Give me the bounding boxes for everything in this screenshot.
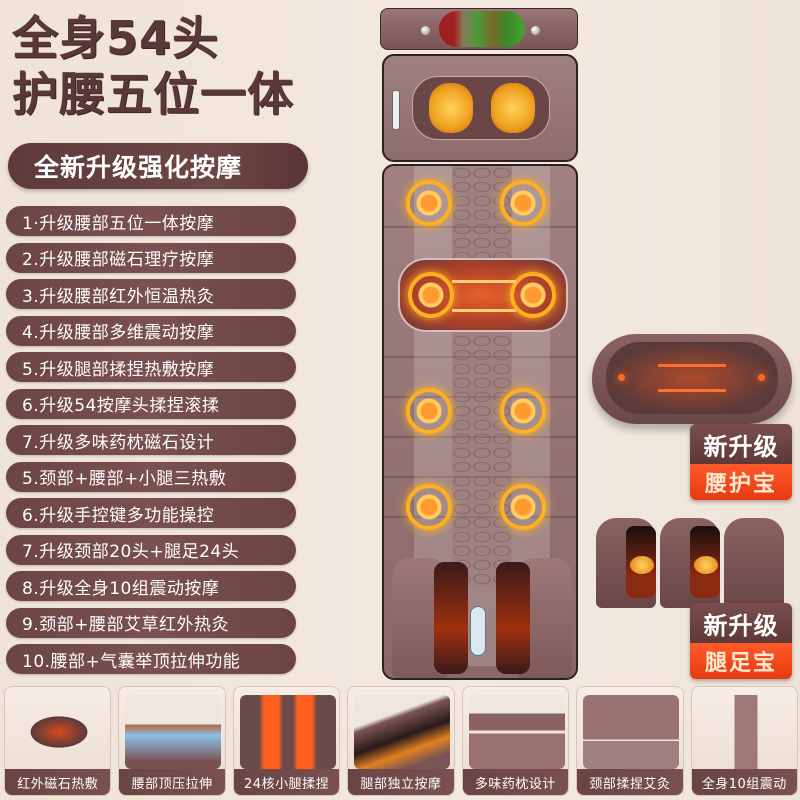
lumbar-pad	[398, 258, 568, 332]
led-dot-icon	[758, 374, 765, 381]
foot-massager-image	[592, 508, 792, 608]
badge-lumbar-bottom: 腰护宝	[690, 464, 792, 500]
rib-line	[384, 516, 576, 518]
thumbnail-image	[239, 695, 336, 769]
feature-item: 8.升级全身10组震动按摩	[6, 571, 296, 601]
neck-window	[412, 76, 550, 140]
heat-ring-icon	[406, 484, 452, 530]
feature-list: 1·升级腰部五位一体按摩 2.升级腰部磁石理疗按摩 3.升级腰部红外恒温热灸 4…	[6, 206, 296, 681]
bolt-icon	[531, 26, 540, 35]
spine-pattern	[452, 166, 512, 586]
foot-well	[434, 562, 468, 674]
thumbnail-card[interactable]: 24核小腿揉捏	[232, 686, 341, 796]
rib-line	[384, 396, 576, 398]
control-strip-icon	[392, 90, 400, 130]
heat-ring-icon	[408, 272, 454, 318]
badge-foot-bottom: 腿足宝	[690, 643, 792, 679]
badge-lumbar: 新升级 腰护宝	[690, 424, 792, 500]
feature-item: 9.颈部+腰部艾草红外热灸	[6, 607, 296, 638]
thumbnail-caption: 颈部揉捏艾灸	[577, 769, 683, 795]
feature-item: 3.升级腰部红外恒温热灸	[6, 279, 296, 309]
feature-item: 4.升级腰部多维震动按摩	[6, 315, 296, 346]
feature-item: 2.升级腰部磁石理疗按摩	[6, 242, 296, 273]
feature-item: 7.升级颈部20头+腿足24头	[6, 534, 296, 565]
thumbnail-card[interactable]: 颈部揉捏艾灸	[576, 686, 684, 796]
thumbnail-image	[697, 695, 794, 769]
feature-item: 5.颈部+腰部+小腿三热敷	[6, 461, 296, 492]
feature-item: 6.升级手控键多功能操控	[6, 498, 296, 528]
thumbnail-caption: 腰部顶压拉伸	[119, 769, 225, 795]
headline-line-1: 全身54头	[12, 11, 220, 65]
heat-ring-icon	[500, 484, 546, 530]
thumbnail-image	[11, 695, 107, 769]
neck-massager	[382, 54, 578, 162]
foot-block	[724, 518, 784, 608]
heat-ring-icon	[406, 180, 452, 226]
heat-ring-icon	[500, 180, 546, 226]
thumbnail-caption: 红外磁石热敷	[5, 769, 111, 795]
foot-well	[496, 562, 530, 674]
feature-item: 5.升级腿部揉捏热敷按摩	[6, 352, 296, 382]
thumbnail-card[interactable]: 腿部独立按摩	[347, 686, 455, 796]
heating-coil-icon	[452, 280, 516, 312]
thumbnail-card[interactable]: 红外磁石热敷	[4, 686, 112, 796]
rib-line	[384, 356, 576, 358]
heat-ring-icon	[406, 388, 452, 434]
roller-icon	[694, 556, 718, 574]
thumbnail-caption: 多味药枕设计	[462, 769, 569, 795]
body-mat	[382, 164, 578, 680]
thumbnail-image	[468, 695, 565, 769]
thumbnail-card[interactable]: 多味药枕设计	[461, 686, 570, 796]
heat-pad-icon	[429, 83, 473, 133]
thumbnail-caption: 24核小腿揉捏	[233, 769, 340, 795]
headline: 全身54头 护腰五位一体	[12, 10, 294, 122]
thumbnail-caption: 全身10组震动	[691, 769, 797, 795]
heat-ring-icon	[510, 272, 556, 318]
herb-window-icon	[439, 11, 525, 47]
herbal-pillow	[380, 8, 578, 50]
thumbnail-strip: 红外磁石热敷 腰部顶压拉伸 24核小腿揉捏 腿部独立按摩 多味药枕设计 颈部揉捏…	[4, 686, 798, 798]
headline-line-2: 护腰五位一体	[12, 67, 294, 121]
rib-line	[384, 476, 576, 478]
thumbnail-image	[125, 695, 222, 769]
feature-item: 1·升级腰部五位一体按摩	[6, 206, 296, 236]
heat-ring-icon	[500, 388, 546, 434]
lumbar-cushion-face	[606, 342, 778, 414]
feature-item: 6.升级54按摩头揉捏滚揉	[6, 388, 296, 419]
feature-item: 7.升级多味药枕磁石设计	[6, 425, 296, 455]
badge-foot: 新升级 腿足宝	[690, 603, 792, 679]
subheading-pill: 全新升级强化按摩	[8, 143, 308, 189]
feature-item: 10.腰部+气囊举顶拉伸功能	[6, 644, 296, 674]
rib-line	[384, 226, 576, 228]
rib-line	[384, 436, 576, 438]
badge-lumbar-top: 新升级	[690, 424, 792, 464]
bolt-icon	[421, 26, 430, 35]
heat-pad-icon	[491, 83, 535, 133]
heating-coil-icon	[658, 364, 726, 392]
thumbnail-image	[354, 695, 451, 769]
thumbnail-image	[583, 695, 680, 769]
massage-mat-image	[380, 8, 580, 680]
led-dot-icon	[618, 374, 625, 381]
thumbnail-card[interactable]: 全身10组震动	[690, 686, 798, 796]
lumbar-cushion-image	[592, 334, 792, 424]
remote-control-icon	[470, 606, 486, 656]
badge-foot-top: 新升级	[690, 603, 792, 643]
roller-icon	[630, 556, 654, 574]
thumbnail-card[interactable]: 腰部顶压拉伸	[118, 686, 226, 796]
thumbnail-caption: 腿部独立按摩	[348, 769, 454, 795]
